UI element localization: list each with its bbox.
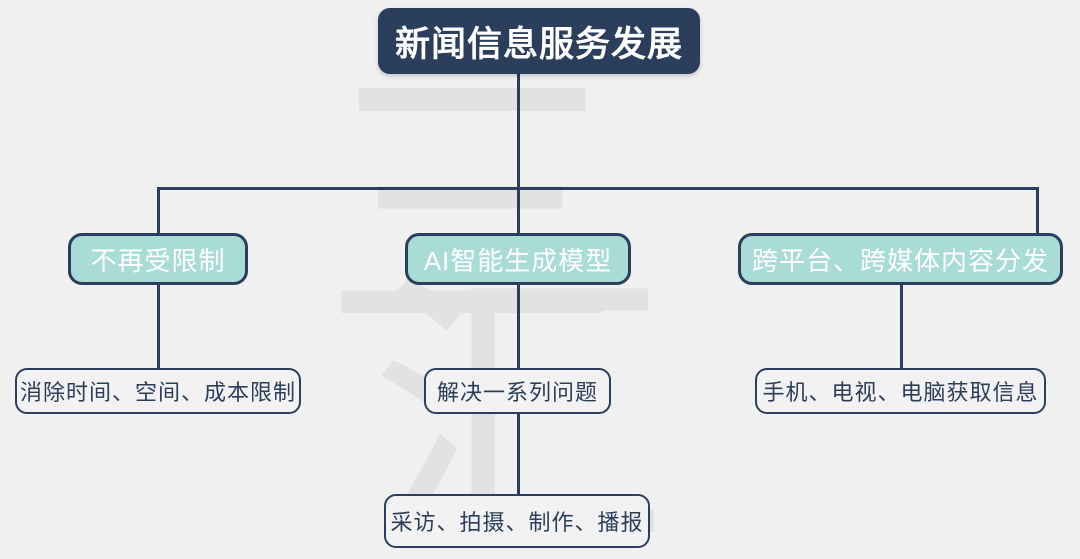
leaf-node-1-1[interactable]: 消除时间、空间、成本限制: [15, 368, 301, 414]
connector-drop-branch-3: [1036, 187, 1039, 235]
connector-main-bus: [157, 187, 1038, 190]
connector-drop-branch-1: [157, 187, 160, 235]
branch-node-3[interactable]: 跨平台、跨媒体内容分发: [738, 233, 1063, 285]
connector-branch-1-to-leaf: [157, 283, 160, 371]
branch-node-2-label: AI智能生成模型: [423, 245, 613, 276]
leaf-node-1-1-label: 消除时间、空间、成本限制: [19, 380, 296, 405]
leaf-node-3-1-label: 手机、电视、电脑获取信息: [762, 380, 1039, 405]
leaf-node-2-1-label: 解决一系列问题: [436, 380, 598, 405]
leaf-node-2-2[interactable]: 采访、拍摄、制作、播报: [384, 494, 650, 548]
leaf-node-2-1[interactable]: 解决一系列问题: [424, 368, 611, 414]
connector-drop-branch-2: [517, 187, 520, 235]
leaf-node-2-2-label: 采访、拍摄、制作、播报: [390, 510, 644, 535]
branch-node-1[interactable]: 不再受限制: [68, 233, 248, 285]
root-node[interactable]: 新闻信息服务发展: [378, 8, 700, 74]
connector-branch-2-to-leaf: [517, 283, 520, 371]
branch-node-3-label: 跨平台、跨媒体内容分发: [751, 245, 1049, 276]
connector-branch-3-to-leaf: [900, 283, 903, 371]
connector-branch-2-to-leaf-2: [517, 370, 520, 496]
root-node-label: 新闻信息服务发展: [394, 24, 683, 64]
branch-node-2[interactable]: AI智能生成模型: [405, 233, 631, 285]
connector-root-stem: [517, 74, 520, 190]
branch-node-1-label: 不再受限制: [90, 245, 226, 276]
leaf-node-3-1[interactable]: 手机、电视、电脑获取信息: [755, 368, 1046, 414]
watermark-char-top: 三: [322, 33, 622, 382]
